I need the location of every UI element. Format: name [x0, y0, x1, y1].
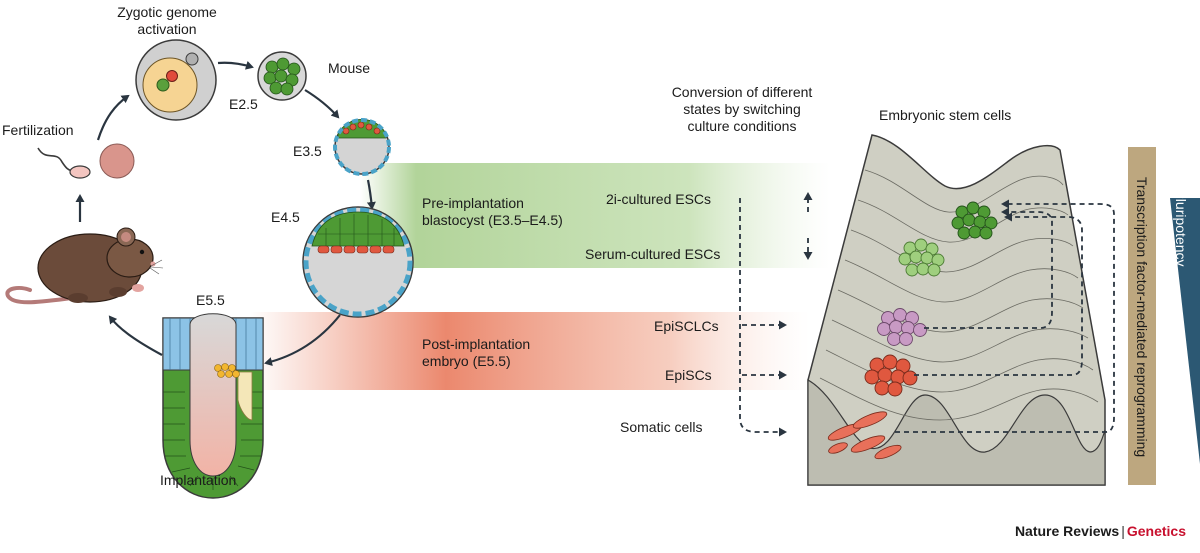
- esc-serum-label: Serum-cultured ESCs: [585, 246, 721, 262]
- conversion-label: Conversion of different states by switch…: [652, 84, 832, 135]
- post-implantation-line2: embryo (E5.5): [422, 353, 511, 369]
- pre-implantation-label: Pre-implantation blastocyst (E3.5–E4.5): [422, 195, 563, 229]
- zygotic-label: Zygotic genome activation: [102, 4, 232, 38]
- episcs-label: EpiSCs: [665, 367, 712, 383]
- implantation-label: Implantation: [160, 472, 237, 488]
- e55-label: E5.5: [196, 292, 225, 308]
- pluripotency-wedge: [1170, 198, 1200, 464]
- conversion-label-line3: culture conditions: [687, 118, 797, 134]
- mouse-icon: [5, 227, 164, 305]
- pre-implantation-line2: blastocyst (E3.5–E4.5): [422, 212, 563, 228]
- development-cycle-arrows: [75, 60, 376, 366]
- mouse-label: Mouse: [328, 60, 371, 76]
- pre-implantation-line1: Pre-implantation: [422, 195, 524, 211]
- journal-name: Genetics: [1126, 523, 1186, 539]
- reprogramming-arrows: [895, 199, 1115, 433]
- episclcs-label: EpiSCLCs: [654, 318, 719, 334]
- esc-2i-label: 2i-cultured ESCs: [606, 191, 712, 207]
- post-implantation-band: [250, 312, 810, 390]
- somatic-cells: [827, 411, 902, 460]
- zygotic-label-line2: activation: [137, 21, 197, 37]
- blastocyst-e45-icon: [302, 206, 414, 318]
- egg-cylinder-e55-icon: [162, 313, 264, 499]
- cluster-episclc: [877, 308, 927, 346]
- blastocyst-e35-icon: [333, 118, 391, 176]
- pluripotency-label: Pluripotency: [1173, 189, 1189, 267]
- cluster-episc: [864, 354, 918, 397]
- reprogramming-bar: [1128, 147, 1156, 485]
- e45-label: E4.5: [271, 209, 300, 225]
- zygote-icon: [135, 39, 217, 121]
- pre-implantation-band: [360, 163, 830, 268]
- morula-e25-icon: [257, 51, 307, 101]
- conversion-label-line2: states by switching: [683, 101, 801, 117]
- sperm-egg-icon: [37, 143, 135, 179]
- e35-label: E3.5: [293, 143, 322, 159]
- cluster-serum-esc: [898, 238, 945, 277]
- embryonic-stem-cells-label: Embryonic stem cells: [879, 107, 1012, 123]
- fertilization-label: Fertilization: [2, 122, 74, 138]
- post-implantation-label: Post-implantation embryo (E5.5): [422, 336, 530, 370]
- footer-separator: |: [1121, 523, 1125, 539]
- conversion-arrows: [739, 192, 813, 437]
- cluster-2i-esc: [951, 201, 998, 240]
- somatic-label: Somatic cells: [620, 419, 703, 435]
- footer-credit: Nature Reviews|Genetics: [1015, 523, 1186, 539]
- reprogramming-label: Transcription factor-mediated reprogramm…: [1134, 176, 1150, 458]
- post-implantation-line1: Post-implantation: [422, 336, 531, 352]
- publisher-name: Nature Reviews: [1014, 523, 1120, 539]
- zygotic-label-line1: Zygotic genome: [117, 4, 217, 20]
- e25-label: E2.5: [229, 96, 258, 112]
- conversion-label-line1: Conversion of different: [671, 84, 813, 100]
